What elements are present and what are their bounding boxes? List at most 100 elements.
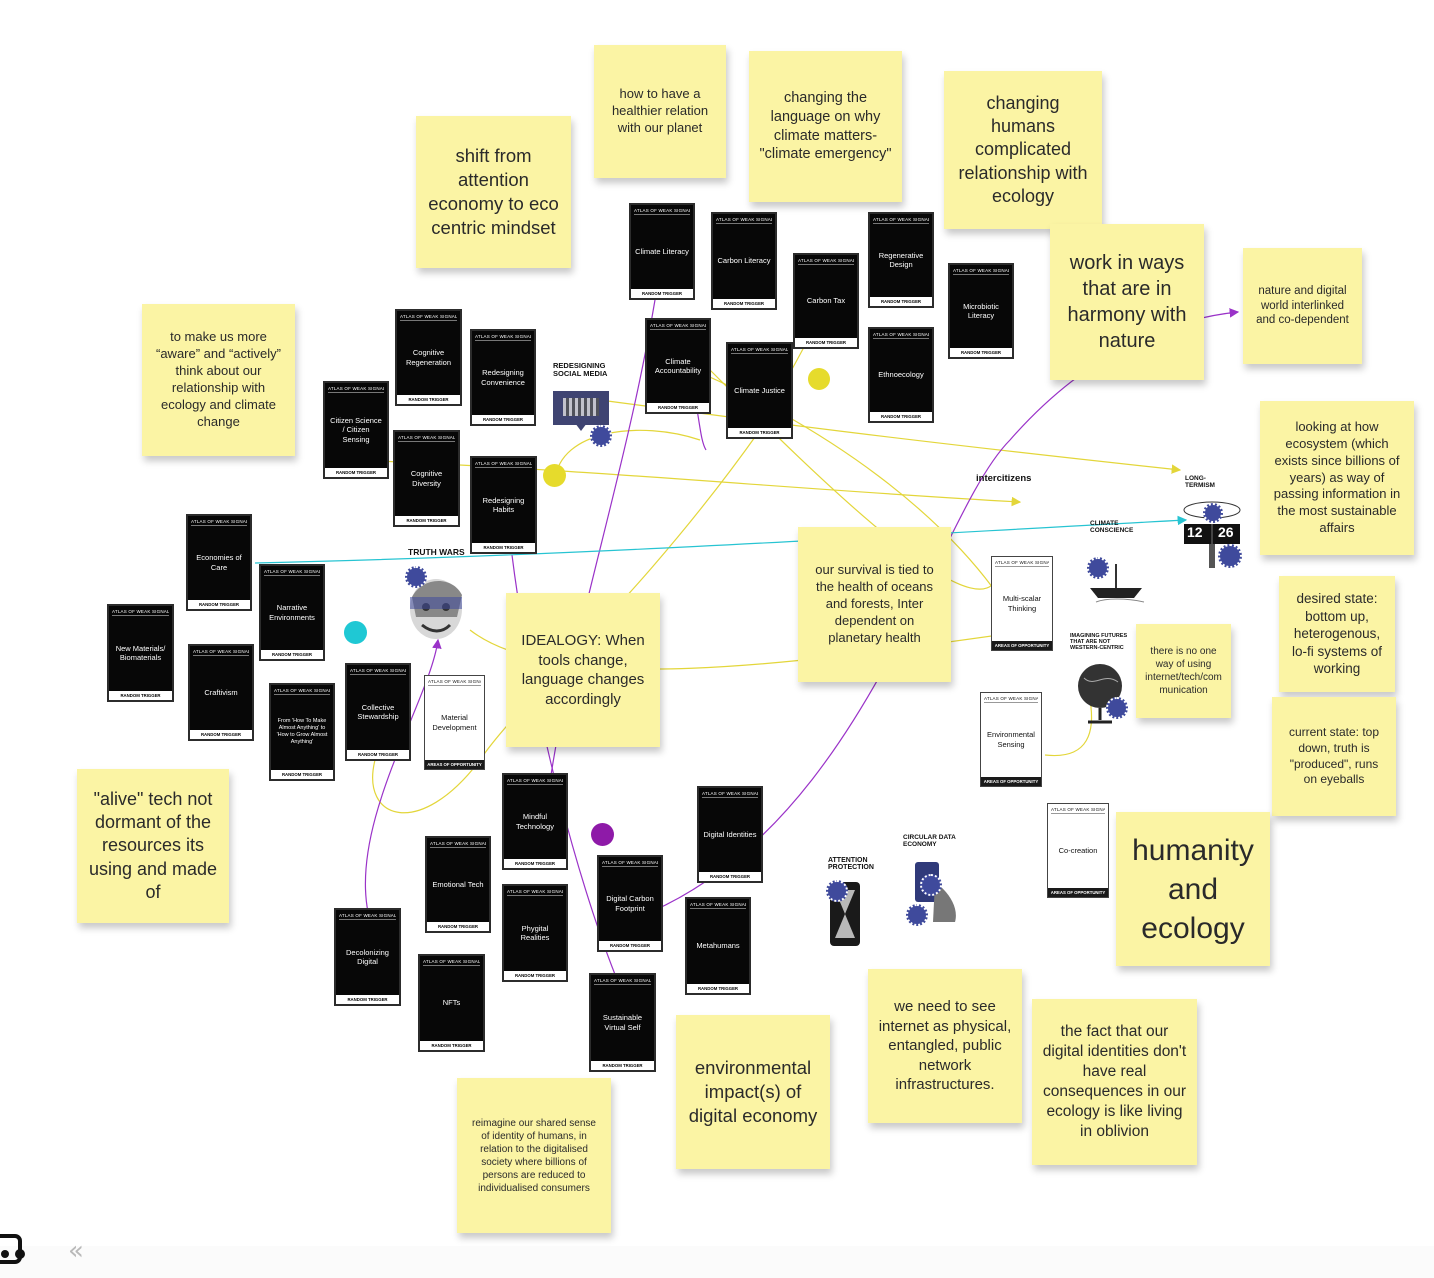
sticky-note[interactable]: nature and digital world interlinked and…	[1243, 248, 1362, 364]
sticky-note[interactable]: desired state: bottom up, heterogenous, …	[1279, 576, 1395, 692]
card-header: ATLAS OF WEAK SIGNALS	[873, 217, 929, 224]
card-title: Metahumans	[696, 941, 740, 951]
card-title: Redesigning Convenience	[481, 368, 525, 387]
sticky-note[interactable]: to make us more “aware” and “actively” t…	[142, 304, 295, 456]
card-title: Redesigning Habits	[482, 495, 525, 514]
card-footer: RANDOM TRIGGER	[591, 1061, 654, 1070]
sticky-note[interactable]: we need to see internet as physical, ent…	[868, 969, 1022, 1123]
card-title: Citizen Science / Citizen Sensing	[330, 415, 382, 444]
longtermism-illustration[interactable]	[1182, 498, 1242, 570]
sticky-note[interactable]: work in ways that are in harmony with na…	[1050, 224, 1204, 380]
purple-dot-marker[interactable]	[591, 823, 614, 846]
connector-purple-2[interactable]	[364, 638, 442, 913]
card-footer: RANDOM TRIGGER	[395, 516, 458, 525]
card-header: ATLAS OF WEAK SIGNALS	[1051, 807, 1105, 814]
sticky-note[interactable]: environmental impact(s) of digital econo…	[676, 1015, 830, 1169]
sticky-note[interactable]: changing humans complicated relationship…	[944, 71, 1102, 229]
card-footer: RANDOM TRIGGER	[109, 691, 172, 700]
card-footer: AREAS OF OPPORTUNITY	[1048, 888, 1108, 897]
opportunity-card[interactable]: ATLAS OF WEAK SIGNALSEnvironmental Sensi…	[980, 692, 1042, 787]
sticky-note[interactable]: there is no one way of using internet/te…	[1136, 624, 1231, 718]
opportunity-card[interactable]: ATLAS OF WEAK SIGNALSMulti-scalar Thinki…	[991, 556, 1053, 651]
card-footer: RANDOM TRIGGER	[728, 428, 791, 437]
card-footer: AREAS OF OPPORTUNITY	[992, 641, 1052, 650]
card-footer: RANDOM TRIGGER	[190, 730, 252, 739]
sticky-text: how to have a healthier relation with ou…	[611, 86, 709, 135]
sticky-note[interactable]: "alive" tech not dormant of the resource…	[77, 769, 229, 923]
signal-card[interactable]: ATLAS OF WEAK SIGNALS Citizen Science / C…	[323, 381, 389, 479]
card-header: ATLAS OF WEAK SIGNALS	[328, 386, 384, 393]
sticky-note[interactable]: looking at how ecosystem (which exists s…	[1260, 401, 1414, 555]
card-header: ATLAS OF WEAK SIGNALS	[475, 334, 531, 341]
sticky-text: changing humans complicated relationship…	[958, 92, 1088, 207]
card-title: Cognitive Diversity	[410, 469, 443, 488]
card-header: ATLAS OF WEAK SIGNALS	[953, 268, 1009, 275]
sticky-text: the fact that our digital identities don…	[1042, 1022, 1187, 1141]
sticky-text: work in ways that are in harmony with na…	[1067, 252, 1187, 352]
sticky-text: looking at how ecosystem (which exists s…	[1273, 418, 1401, 536]
yellow-dot-marker[interactable]	[808, 368, 830, 390]
card-title: Carbon Tax	[806, 296, 846, 306]
cluster-badge-icon	[1106, 697, 1128, 719]
board-logo-icon[interactable]	[0, 1232, 28, 1275]
sticky-note[interactable]: IDEALOGY: When tools change, language ch…	[506, 593, 660, 747]
yellow-dot-marker[interactable]	[543, 464, 566, 487]
signal-card[interactable]: ATLAS OF WEAK SIGNALS Redesigning Conveni…	[470, 329, 536, 426]
sticky-note[interactable]: reimagine our shared sense of identity o…	[457, 1078, 611, 1233]
social-media-illustration[interactable]	[553, 391, 609, 431]
card-footer: RANDOM TRIGGER	[427, 922, 489, 931]
connector-yellow-7[interactable]	[1044, 699, 1093, 757]
collapse-panel-icon[interactable]: «	[68, 1236, 84, 1266]
cyan-dot-marker[interactable]	[344, 621, 367, 644]
sticky-text: IDEALOGY: When tools change, language ch…	[521, 632, 645, 708]
sticky-text: desired state: bottom up, heterogenous, …	[1291, 591, 1383, 677]
sticky-text: our survival is tied to the health of oc…	[815, 562, 934, 645]
opportunity-card[interactable]: ATLAS OF WEAK SIGNALSMaterial Developmen…	[424, 675, 485, 770]
climate-conscience-illustration[interactable]	[1086, 558, 1148, 604]
truth-wars-illustration[interactable]	[402, 567, 470, 643]
card-header: ATLAS OF WEAK SIGNALS	[193, 649, 249, 656]
sticky-note[interactable]: the fact that our digital identities don…	[1032, 999, 1197, 1165]
card-title: Carbon Literacy	[717, 256, 771, 266]
sticky-note[interactable]: current state: top down, truth is "produ…	[1272, 697, 1396, 816]
connector-purple-3[interactable]	[539, 253, 666, 861]
sticky-note[interactable]: shift from attention economy to eco cent…	[416, 116, 571, 268]
sticky-note[interactable]: humanity and ecology	[1116, 812, 1270, 966]
sticky-note[interactable]: how to have a healthier relation with ou…	[594, 45, 726, 178]
sticky-note[interactable]: our survival is tied to the health of oc…	[798, 527, 951, 682]
card-header: ATLAS OF WEAK SIGNALS	[690, 902, 746, 909]
imagining-futures-illustration[interactable]	[1074, 658, 1128, 728]
clock-illustration-icon	[1183, 501, 1241, 568]
sticky-note[interactable]: changing the language on why climate mat…	[749, 51, 902, 202]
connector-cyan-1[interactable]	[254, 515, 1188, 564]
connector-yellow-5[interactable]	[372, 429, 761, 814]
